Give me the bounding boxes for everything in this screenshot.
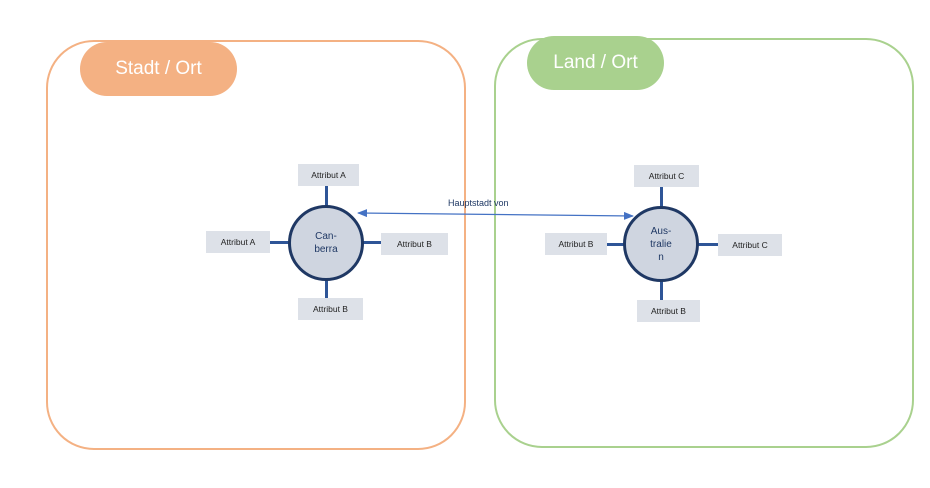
australien-stem-left [606,243,628,246]
canberra-stem-right [361,241,383,244]
entity-australien-label: Aus- tralie n [650,225,672,263]
australien-stem-right [696,243,718,246]
group-land-ort-label: Land / Ort [527,36,664,90]
group-stadt-ort-frame [46,40,466,450]
relationship-line [357,209,634,220]
australien-attribute-right: Attribut C [718,234,782,256]
australien-attribute-bottom: Attribut B [637,300,700,322]
canberra-stem-left [270,241,292,244]
canberra-attribute-right: Attribut B [381,233,448,255]
entity-canberra-label: Can- berra [314,231,338,255]
australien-stem-top [660,187,663,207]
entity-canberra: Can- berra [288,205,364,281]
australien-attribute-left: Attribut B [545,233,607,255]
australien-stem-bottom [660,280,663,300]
relationship-label: Hauptstadt von [448,198,509,208]
canberra-stem-top [325,186,328,208]
group-land-ort-frame [494,38,914,448]
canberra-attribute-left: Attribut A [206,231,270,253]
group-stadt-ort-label: Stadt / Ort [80,42,237,96]
entity-australien: Aus- tralie n [623,206,699,282]
canberra-attribute-top: Attribut A [298,164,359,186]
canberra-attribute-bottom: Attribut B [298,298,363,320]
australien-attribute-top: Attribut C [634,165,699,187]
canberra-stem-bottom [325,278,328,298]
